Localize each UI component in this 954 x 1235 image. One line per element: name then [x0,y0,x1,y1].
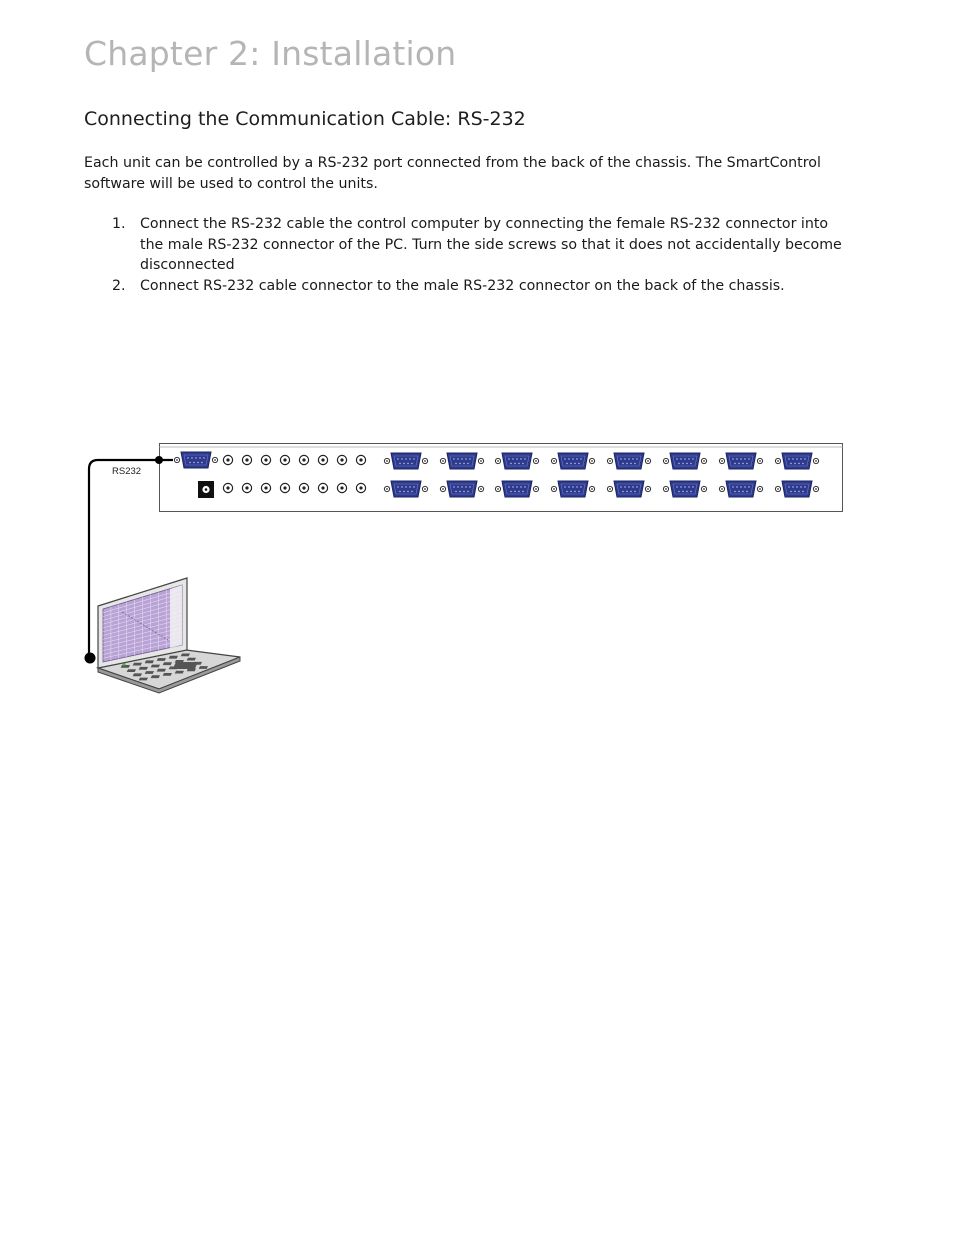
vga-connector-icon [606,480,652,498]
audio-jack-icon [260,482,272,494]
audio-jack-icon [355,482,367,494]
vga-connector-icon [718,452,764,470]
vga-connector-icon [550,452,596,470]
audio-jack-icon [298,454,310,466]
intro-paragraph: Each unit can be controlled by a RS-232 … [84,155,821,192]
vga-connector-icon [550,480,596,498]
chassis-ports [173,451,820,498]
vga-connector-icon [774,480,820,498]
vga-connector-icon [606,452,652,470]
vga-connector-icon [383,452,429,470]
audio-jack-icon [222,482,234,494]
audio-jack-icon [279,454,291,466]
chapter-title: Chapter 2: Installation [84,34,457,73]
vga-connector-icon [718,480,764,498]
vga-connector-icon [383,480,429,498]
audio-jack-icon [298,482,310,494]
vga-connector-icon [494,452,540,470]
power-jack-icon [198,481,214,498]
cable-end-chassis [155,456,163,464]
step-item: 2. Connect RS-232 cable connector to the… [112,276,847,297]
laptop-keyboard [120,653,209,681]
vga-connector-icon [439,452,485,470]
audio-jack-icon [222,454,234,466]
audio-jack-icon [355,454,367,466]
vga-connector-icon [774,452,820,470]
audio-jack-icon [317,482,329,494]
step-number: 1. [112,216,126,232]
rs232-cable [87,458,173,658]
audio-jack-icon [260,454,272,466]
vga-connector-icon [494,480,540,498]
laptop-screen-grid [102,587,183,661]
rs232-chassis-connector-icon [173,451,219,469]
laptop-screen-diagonal [121,611,169,641]
audio-jack-icon [241,454,253,466]
steps-list: 1. Connect the RS-232 cable the control … [112,214,847,296]
step-number: 2. [112,277,126,294]
laptop-base-edge [97,656,241,694]
vga-connector-icon [662,480,708,498]
step-text: Connect RS-232 cable connector to the ma… [140,277,785,294]
vga-connector-icon [662,452,708,470]
section-title: Connecting the Communication Cable: RS-2… [84,108,526,130]
audio-jack-icon [336,454,348,466]
step-text: Connect the RS-232 cable the control com… [140,216,842,273]
step-item: 1. Connect the RS-232 cable the control … [112,214,847,276]
cable-end-laptop [84,652,96,664]
laptop-illustration [95,577,241,694]
rs232-port-label: RS232 [112,466,141,477]
audio-jack-icon [336,482,348,494]
laptop-screen-panel [170,585,182,648]
audio-jack-icon [279,482,291,494]
audio-jack-icon [241,482,253,494]
vga-connector-icon [439,480,485,498]
audio-jack-icon [317,454,329,466]
